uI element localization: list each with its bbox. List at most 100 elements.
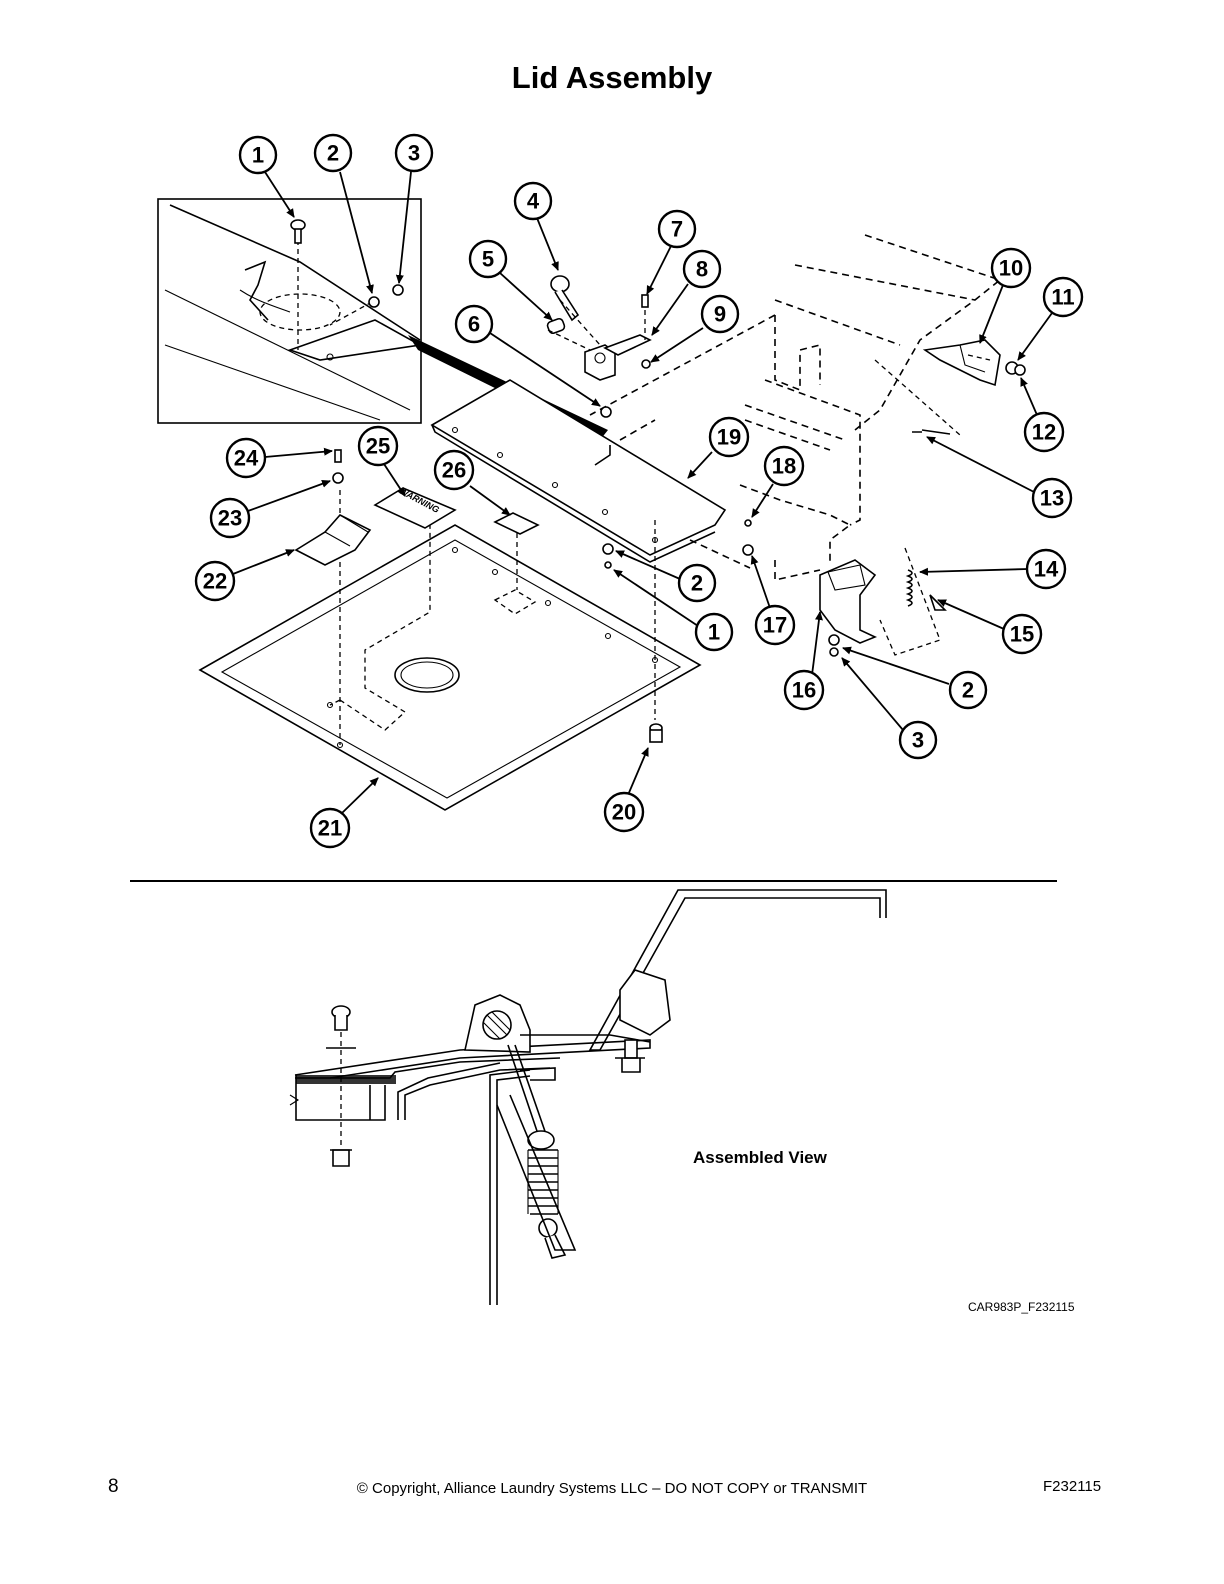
svg-text:10: 10 [999,256,1023,281]
callout-12: 12 [1023,411,1065,453]
svg-text:2: 2 [691,571,703,596]
nut-3-right [829,647,839,657]
hinge-bracket-right [922,339,1001,387]
label-26 [493,512,540,535]
switch-bracket-16 [819,559,878,644]
callout-3-top: 3 [394,133,434,173]
callout-26: 26 [433,449,475,491]
svg-text:17: 17 [763,613,787,638]
svg-text:3: 3 [408,141,420,166]
svg-text:23: 23 [218,506,242,531]
callout-1-mid: 1 [694,612,734,652]
bushing-5 [546,317,566,335]
bracket-22 [294,514,372,566]
svg-text:1: 1 [252,143,264,168]
callout-11: 11 [1042,276,1084,318]
leader-arrows [232,171,1053,814]
callout-20: 20 [603,791,645,833]
washer-2-right [828,634,840,646]
bumper-20 [649,723,663,743]
svg-text:26: 26 [442,458,466,483]
screw-7 [641,294,649,308]
assembled-view-label: Assembled View [693,1148,827,1167]
screw-1-mid [604,561,612,569]
svg-text:20: 20 [612,800,636,825]
callout-25: 25 [357,425,399,467]
copyright-notice: © Copyright, Alliance Laundry Systems LL… [356,1480,868,1497]
svg-text:24: 24 [234,446,259,471]
callout-22: 22 [194,560,236,602]
callout-8: 8 [682,249,722,289]
callout-24: 24 [225,437,267,479]
svg-text:18: 18 [772,454,796,479]
callout-19: 19 [708,416,750,458]
callout-21: 21 [309,807,351,849]
svg-text:2: 2 [962,678,974,703]
svg-text:16: 16 [792,678,816,703]
callout-2-top: 2 [313,133,353,173]
inset-washer [368,296,380,308]
svg-text:4: 4 [527,189,540,214]
drawing-code: CAR983P_F232115 [968,1300,1075,1314]
callout-15: 15 [1001,613,1043,655]
svg-text:11: 11 [1051,285,1074,310]
callout-1-top: 1 [238,135,278,175]
callout-6: 6 [454,304,494,344]
svg-text:1: 1 [708,620,720,645]
callout-23: 23 [209,497,251,539]
callout-3-right: 3 [898,720,938,760]
svg-text:6: 6 [468,312,480,337]
screw-13 [912,429,951,435]
callout-2-right: 2 [948,670,988,710]
callout-16: 16 [783,669,825,711]
lid-hinge-plate [430,379,727,563]
hinge-arm-4 [550,275,580,322]
svg-text:5: 5 [482,247,494,272]
svg-text:19: 19 [717,425,741,450]
nut-9 [641,359,651,369]
inset-nut [392,284,404,296]
svg-text:2: 2 [327,141,339,166]
washer-23 [332,472,344,484]
callout-7: 7 [657,209,697,249]
nut-12 [1014,364,1026,376]
svg-text:7: 7 [671,217,683,242]
svg-text:8: 8 [696,257,708,282]
callout-4: 4 [513,181,553,221]
page-title: Lid Assembly [511,60,713,95]
warning-label-25: WARNING [373,486,457,529]
callout-5: 5 [468,239,508,279]
screw-18 [744,519,752,527]
callout-14: 14 [1025,548,1067,590]
hinge-block-6 [584,344,616,381]
inset-screw [290,219,306,244]
svg-text:9: 9 [714,302,726,327]
svg-text:25: 25 [366,434,390,459]
svg-text:13: 13 [1040,486,1064,511]
inset-detail-view [157,198,423,424]
assembled-view-drawing [289,889,887,1305]
washer-17 [742,544,754,556]
page-number: 8 [108,1476,119,1497]
svg-text:14: 14 [1034,557,1059,582]
lid-panel [198,490,702,811]
callout-2-mid: 2 [677,563,717,603]
svg-text:15: 15 [1010,622,1034,647]
svg-text:21: 21 [318,816,342,841]
nut-6 [600,406,612,418]
callout-13: 13 [1031,477,1073,519]
callout-10: 10 [990,247,1032,289]
washer-2-mid [602,543,614,555]
svg-text:12: 12 [1032,420,1056,445]
spring-14 [905,569,913,607]
screw-24 [334,449,342,463]
callout-17: 17 [754,604,796,646]
cabinet-outline-dashed [589,234,1002,581]
svg-text:22: 22 [203,569,227,594]
document-code: F232115 [1043,1478,1102,1495]
callout-9: 9 [700,294,740,334]
callout-18: 18 [763,445,805,487]
svg-text:3: 3 [912,728,924,753]
hinge-strap-8 [603,334,652,356]
